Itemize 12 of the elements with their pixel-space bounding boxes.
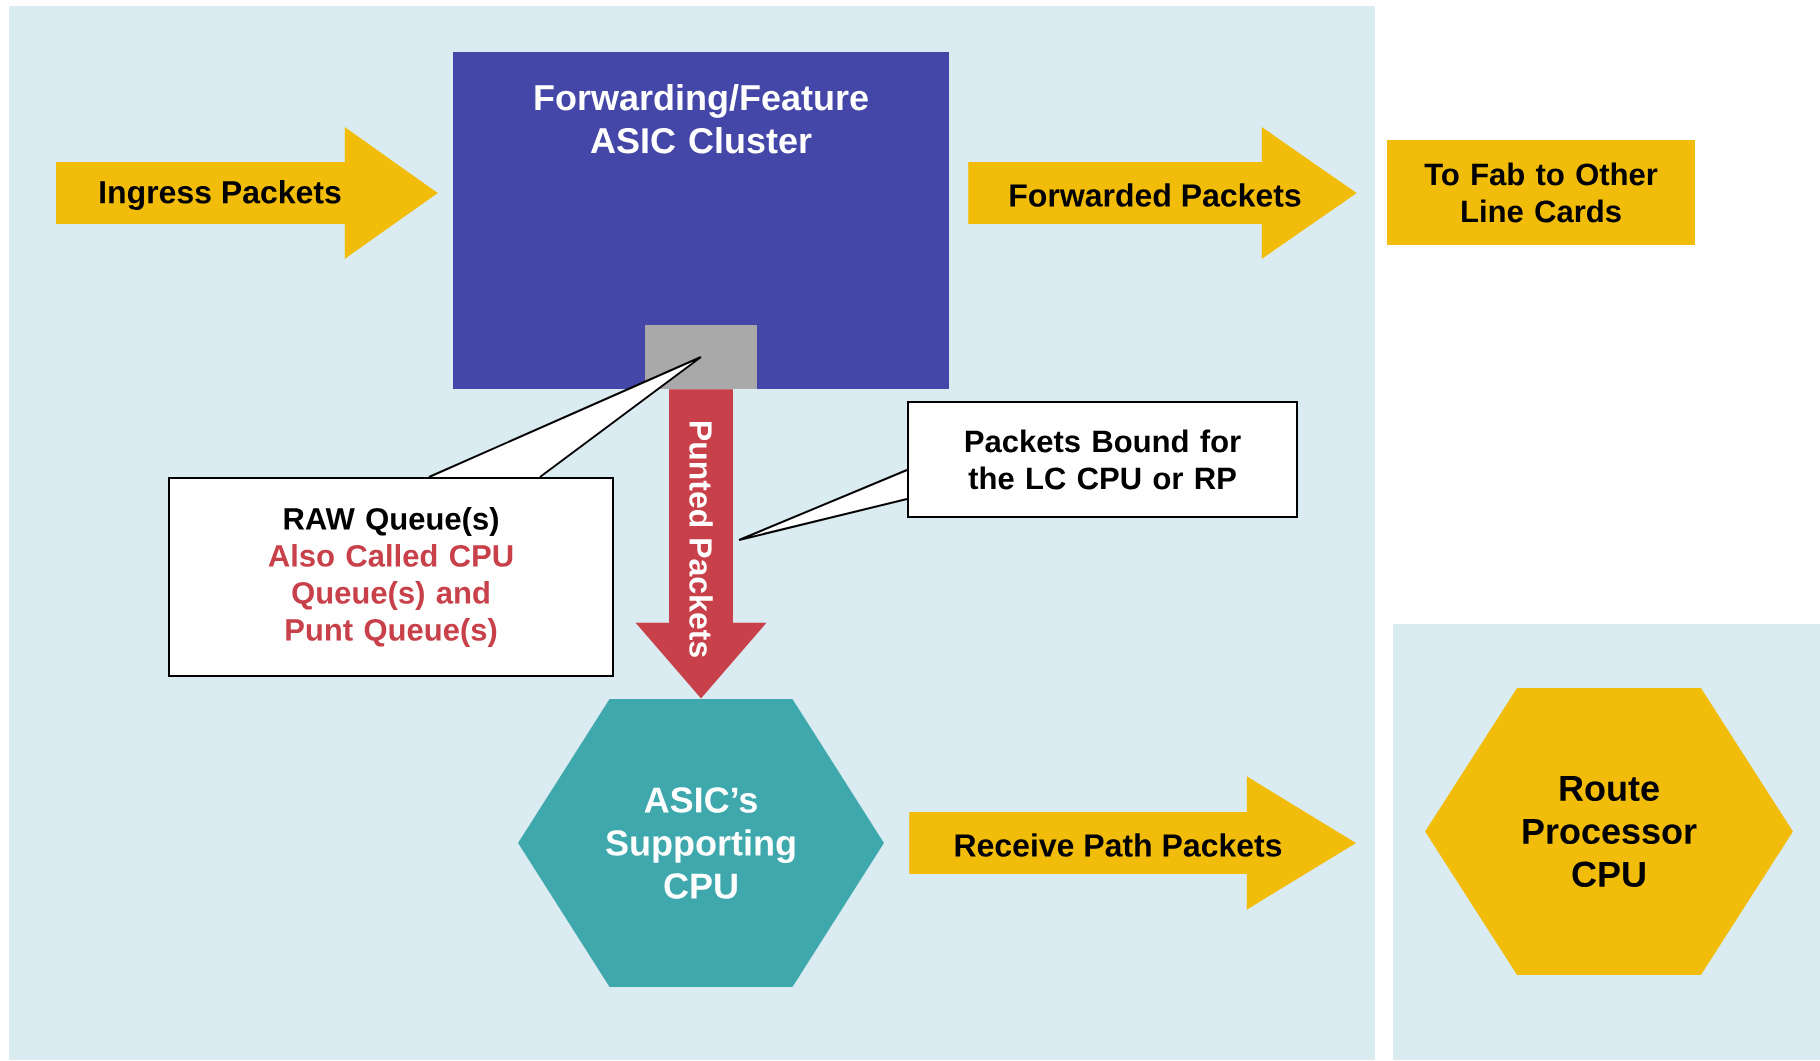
edge-label: Receive Path Packets <box>951 831 1285 859</box>
edge-label: Punted Packets <box>687 417 715 661</box>
edge-label: Ingress Packets <box>96 178 344 212</box>
edge-label: Forwarded Packets <box>1006 181 1304 209</box>
hexagon: ASIC’s Supporting CPU <box>518 699 884 987</box>
cluster-box: Forwarding/Feature ASIC Cluster <box>453 52 949 389</box>
leader-line <box>428 356 702 478</box>
queue-box <box>645 325 757 389</box>
hexagon: Route Processor CPU <box>1425 688 1793 975</box>
callout-box: Packets Bound for the LC CPU or RP <box>907 401 1298 518</box>
label-box: To Fab to Other Line Cards <box>1387 140 1695 245</box>
leader-line <box>738 469 908 541</box>
